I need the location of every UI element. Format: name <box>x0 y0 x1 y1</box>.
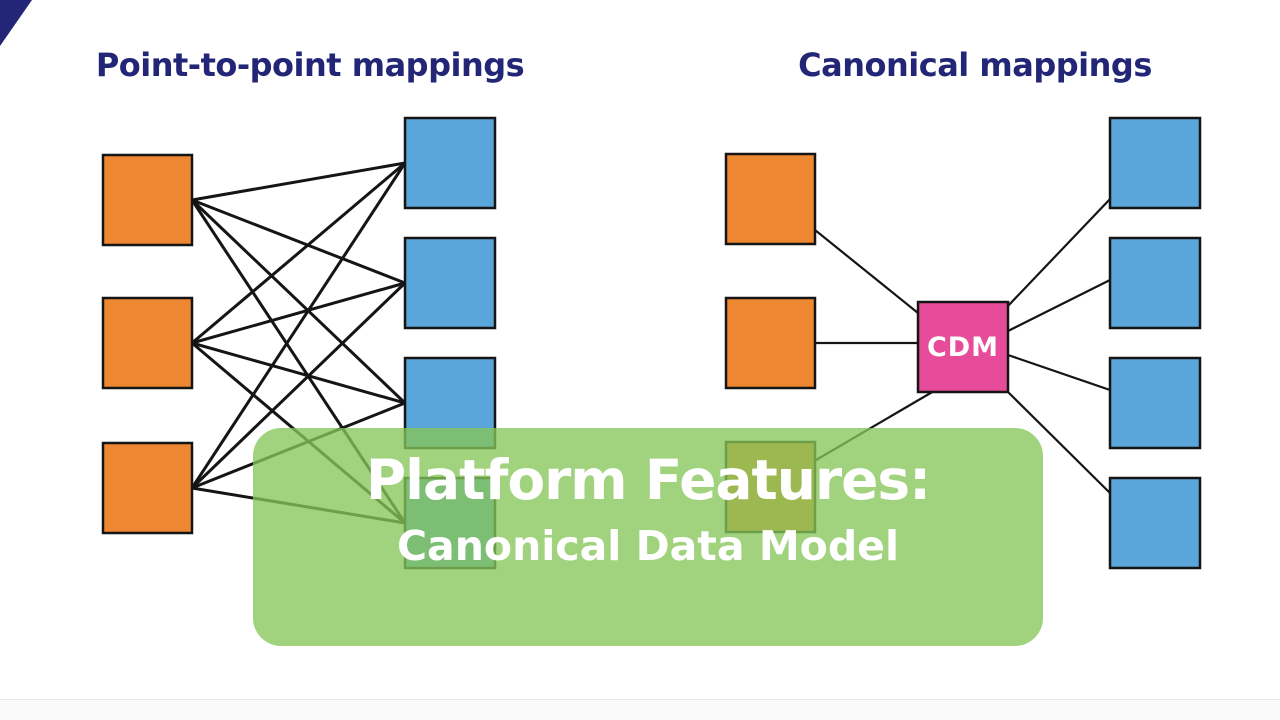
mapping-line <box>191 161 406 202</box>
pp-source-1-box <box>101 153 194 247</box>
mapping-line <box>191 161 406 345</box>
cdm-box <box>916 300 1010 394</box>
cm-target-4-box <box>1108 476 1202 570</box>
cm-source-1-box <box>724 152 817 246</box>
mapping-line <box>190 281 407 490</box>
bottom-strip <box>0 699 1280 720</box>
mapping-line <box>190 162 407 489</box>
mapping-line <box>1007 353 1111 392</box>
pp-source-3-box <box>101 441 194 535</box>
mapping-line <box>1006 197 1112 308</box>
right-diagram-title: Canonical mappings <box>798 46 1152 84</box>
cm-target-3-box <box>1108 356 1202 450</box>
banner-subtitle: Canonical Data Model <box>396 522 900 570</box>
cdm-box-label: CDM <box>926 331 1000 363</box>
cm-target-1-box <box>1108 116 1202 210</box>
left-diagram-title: Point-to-point mappings <box>95 46 525 84</box>
mapping-line <box>191 341 406 405</box>
pp-source-2-box <box>101 296 194 390</box>
mapping-line <box>814 229 919 314</box>
corner-accent-shape <box>0 0 32 46</box>
mapping-line <box>190 198 407 405</box>
overlay-banner: Platform Features: Canonical Data Model <box>253 428 1043 646</box>
mapping-line <box>191 198 406 285</box>
cm-target-2-box <box>1108 236 1202 330</box>
pp-target-2-box <box>403 236 497 330</box>
banner-title: Platform Features: <box>365 448 931 512</box>
mapping-line <box>1005 389 1112 495</box>
mapping-line <box>1007 279 1111 332</box>
pp-target-1-box <box>403 116 497 210</box>
mapping-line <box>191 281 406 345</box>
cm-source-2-box <box>724 296 817 390</box>
